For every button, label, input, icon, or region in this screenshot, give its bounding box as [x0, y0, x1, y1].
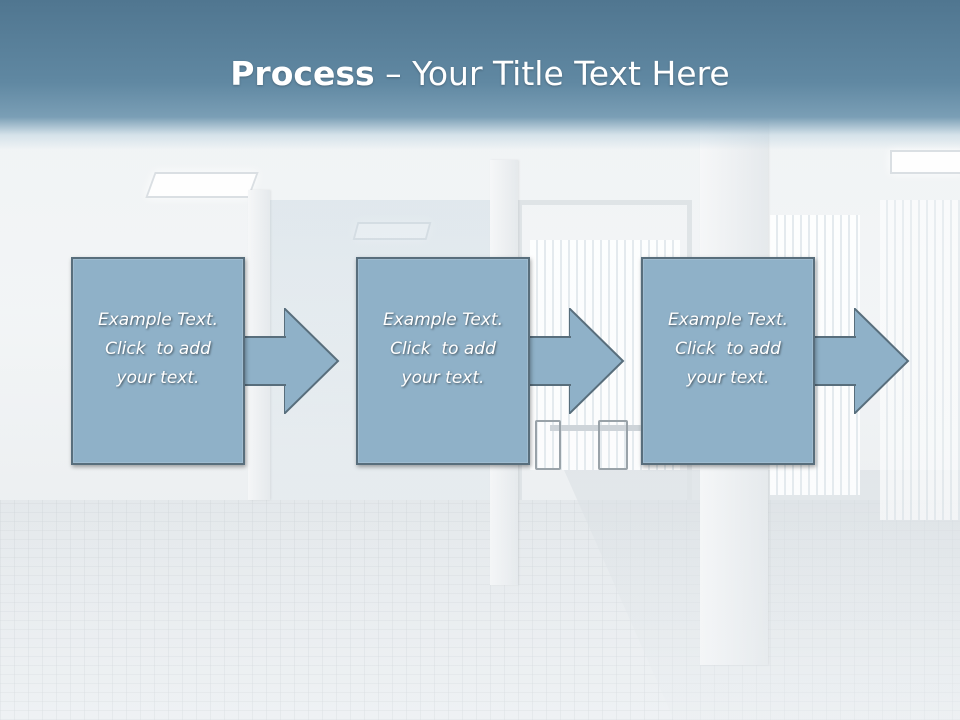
- title-bold-part: Process: [230, 54, 375, 93]
- step-2-line-1: Example Text.: [382, 309, 504, 330]
- step-3-arrow-shaft: [810, 336, 856, 386]
- step-3-arrow: [854, 308, 910, 414]
- step-2-arrow: [569, 308, 625, 414]
- step-3-text: Example Text. Click to add your text.: [643, 306, 813, 393]
- step-3-line-3: your text.: [686, 367, 770, 388]
- step-3-box[interactable]: Example Text. Click to add your text.: [641, 257, 815, 465]
- step-1-line-3: your text.: [116, 367, 200, 388]
- step-2-text: Example Text. Click to add your text.: [358, 306, 528, 393]
- title-banner: [0, 0, 960, 150]
- step-3-line-2: Click to add: [675, 338, 781, 359]
- title-regular-part: – Your Title Text Here: [374, 54, 730, 93]
- step-1-line-2: Click to add: [105, 338, 211, 359]
- step-1-text: Example Text. Click to add your text.: [73, 306, 243, 393]
- chair: [598, 420, 628, 470]
- step-1-line-1: Example Text.: [97, 309, 219, 330]
- meeting-table: [550, 425, 645, 431]
- step-2-arrow-shaft: [525, 336, 571, 386]
- slide-title[interactable]: Process – Your Title Text Here: [0, 52, 960, 96]
- step-1-arrow-shaft: [240, 336, 286, 386]
- step-2-box[interactable]: Example Text. Click to add your text.: [356, 257, 530, 465]
- ceiling-light: [890, 150, 960, 174]
- step-1-arrow: [284, 308, 340, 414]
- step-2-line-3: your text.: [401, 367, 485, 388]
- step-3-line-1: Example Text.: [667, 309, 789, 330]
- chair: [535, 420, 561, 470]
- step-2-line-2: Click to add: [390, 338, 496, 359]
- step-1-box[interactable]: Example Text. Click to add your text.: [71, 257, 245, 465]
